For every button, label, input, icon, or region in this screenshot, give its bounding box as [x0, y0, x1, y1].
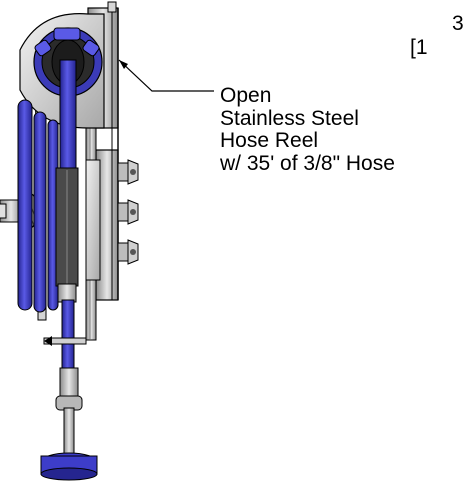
coiled-hose [17, 99, 59, 313]
hose-outlet [55, 59, 79, 371]
callout-line-1: Open [220, 84, 272, 107]
clipped-dimension-top: 3 [452, 12, 464, 35]
mounting-bolt-top [117, 159, 139, 185]
mounting-bolt-middle [117, 199, 139, 225]
hose-reel-callout: Open Stainless Steel Hose Reel w/ 35' of… [220, 84, 395, 175]
callout-line-3: Hose Reel [220, 129, 319, 152]
hose-stop [43, 336, 87, 346]
callout-leader [118, 59, 214, 92]
clipped-dimension-bracket: [1 [410, 36, 428, 59]
callout-line-4: w/ 35' of 3/8" Hose [220, 151, 395, 175]
hose-nozzle [40, 367, 98, 481]
callout-line-2: Stainless Steel [220, 106, 359, 130]
mounting-bolt-bottom [117, 239, 139, 265]
